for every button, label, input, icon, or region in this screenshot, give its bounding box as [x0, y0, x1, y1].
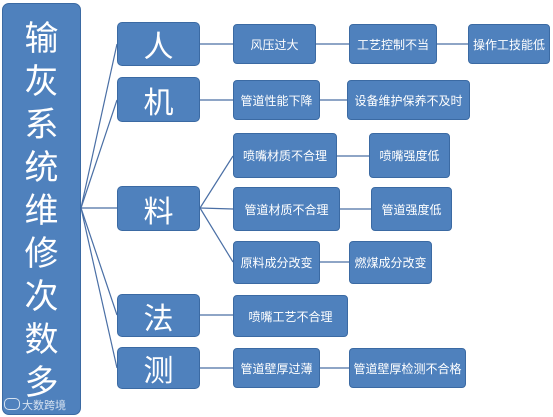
category-label-ren: 人 [143, 30, 174, 65]
cause-label: 喷嘴强度低 [379, 149, 440, 163]
cause-label: 设备维护保养不及时 [354, 93, 463, 108]
root-label: 输灰系统维修次数多 [24, 19, 59, 403]
cause-box: 喷嘴强度低 [369, 133, 450, 178]
category-label-ce: 测 [143, 354, 174, 389]
cause-label: 原料成分改变 [240, 256, 313, 270]
cause-label: 喷嘴材质不合理 [242, 149, 327, 163]
category-label-liao: 料 [143, 194, 174, 230]
cause-box: 操作工技能低 [468, 24, 550, 64]
category-label-fa: 法 [143, 301, 174, 337]
category-fa: 法 [117, 294, 200, 337]
cause-label: 燃煤成分改变 [354, 256, 427, 270]
category-ren: 人 [117, 22, 200, 66]
cause-box: 风压过大 [233, 24, 316, 64]
cause-box: 管道性能下降 [233, 80, 320, 120]
cause-label: 管道强度低 [381, 202, 442, 217]
cause-label: 风压过大 [250, 37, 299, 52]
watermark-logo-icon [4, 398, 20, 410]
category-ji: 机 [117, 77, 200, 122]
category-label-ji: 机 [143, 85, 174, 121]
category-liao: 料 [117, 186, 200, 231]
cause-box: 喷嘴材质不合理 [233, 133, 337, 178]
root-box: 输灰系统维修次数多 [2, 3, 81, 415]
category-ce: 测 [117, 347, 200, 389]
cause-box: 喷嘴工艺不合理 [233, 295, 348, 337]
cause-box: 管道壁厚检测不合格 [349, 348, 466, 388]
cause-label: 工艺控制不当 [356, 37, 429, 52]
cause-box: 原料成分改变 [233, 241, 320, 284]
cause-label: 喷嘴工艺不合理 [248, 309, 333, 324]
cause-box: 设备维护保养不及时 [347, 80, 470, 120]
cause-box: 管道壁厚过薄 [233, 348, 320, 388]
cause-box: 燃煤成分改变 [349, 241, 432, 284]
cause-label: 管道材质不合理 [244, 202, 329, 217]
watermark: 大数跨境 [4, 397, 66, 413]
cause-box: 工艺控制不当 [349, 24, 437, 64]
cause-box: 管道强度低 [371, 187, 452, 231]
cause-label: 管道性能下降 [240, 93, 313, 108]
cause-label: 操作工技能低 [472, 37, 545, 52]
watermark-text: 大数跨境 [22, 399, 66, 412]
cause-label: 管道壁厚过薄 [240, 361, 313, 376]
cause-label: 管道壁厚检测不合格 [353, 361, 462, 376]
cause-box: 管道材质不合理 [233, 187, 340, 231]
